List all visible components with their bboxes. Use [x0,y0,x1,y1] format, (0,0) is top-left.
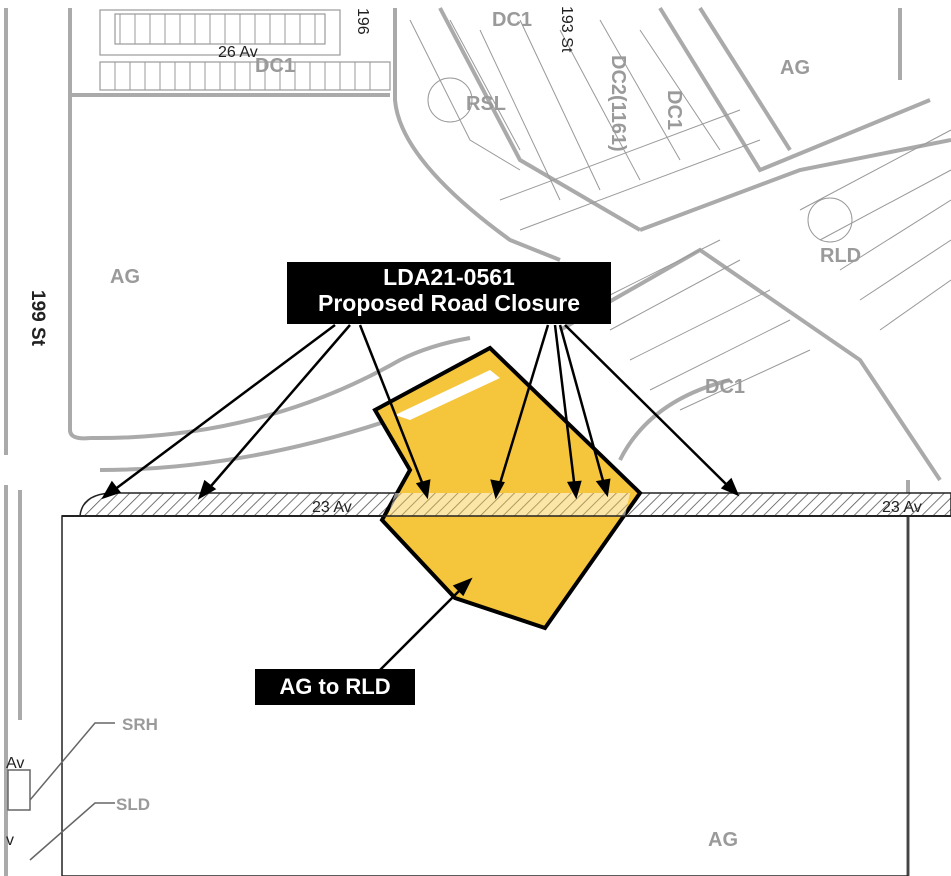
street-label-top-a: 196 [354,8,371,35]
zone-label-ag-bottom: AG [708,829,738,851]
zone-label-dc2-vertical: DC2(1161) [607,55,629,152]
street-label-left-edge-1: Av [6,755,24,772]
street-label-199-st: 199 St [27,290,48,347]
zone-leaders [7,722,115,861]
lot-grid-north [99,9,391,91]
rezoning-arrow [379,577,473,671]
road-closure-callout: LDA21-0561 Proposed Road Closure [287,262,611,324]
street-label-left-edge-2: v [6,832,14,849]
zone-label-ag-top-right: AG [780,57,810,79]
zone-label-rld: RLD [820,245,861,267]
road-closure-title: Proposed Road Closure [318,290,580,317]
street-label-23-av-right: 23 Av [882,499,922,516]
zone-label-dc1-top: DC1 [255,55,295,77]
zone-label-dc1-top2: DC1 [492,9,532,31]
street-label-26-av: 26 Av [218,44,258,61]
closure-arrows [101,323,740,500]
rezoning-callout: AG to RLD [255,669,415,705]
road-network [4,6,951,876]
ag-parcel-south [61,515,909,876]
zone-label-dc1-vertical: DC1 [663,90,685,130]
road-closure-file-number: LDA21-0561 [383,264,515,290]
lot-grid-northeast [409,19,951,411]
rezoning-parcel [372,345,643,631]
zone-label-ag-left: AG [110,266,140,288]
zone-label-srh: SRH [122,715,158,734]
zone-label-sld: SLD [116,795,150,814]
street-label-top-b: 193 St [558,6,575,53]
street-label-23-av-center: 23 Av [312,499,352,516]
zone-label-dc1-mid: DC1 [705,376,745,398]
zone-label-rsl: RSL [466,93,506,115]
